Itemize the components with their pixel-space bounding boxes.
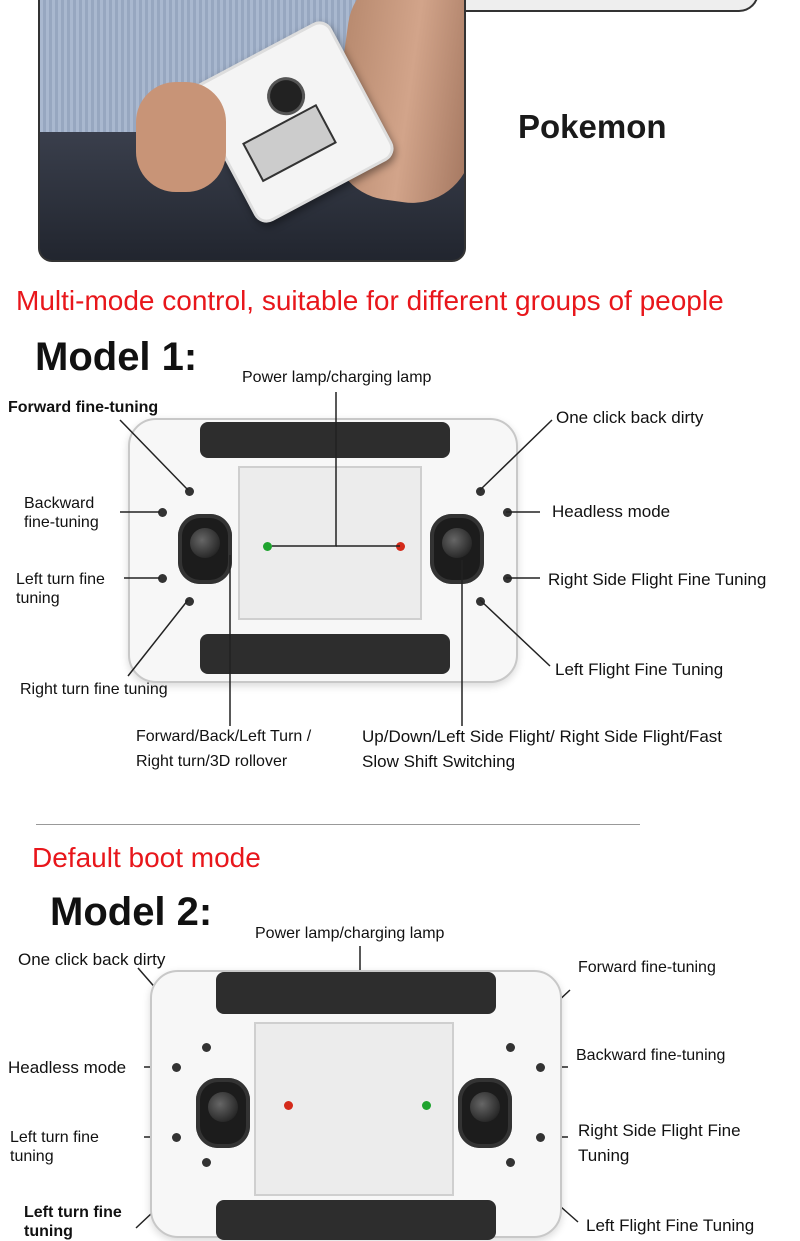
charging-lamp-red bbox=[284, 1101, 293, 1110]
label-one-click-back: One click back dirty bbox=[18, 950, 166, 969]
label-forward-fine-tuning: Forward fine-tuning bbox=[8, 399, 159, 416]
controller-1-image bbox=[128, 418, 518, 683]
label-headless-mode: Headless mode bbox=[8, 1058, 127, 1077]
label-left-flight-fine-tuning: Left Flight Fine Tuning bbox=[586, 1216, 755, 1235]
divider bbox=[36, 824, 640, 825]
label-backward-fine-tuning: Backward fine-tuning bbox=[24, 495, 99, 531]
label-backward-fine-tuning: Backward fine-tuning bbox=[576, 1047, 726, 1064]
label-headless-mode: Headless mode bbox=[552, 502, 671, 521]
label-right-stick-function: Up/Down/Left Side Flight/ Right Side Fli… bbox=[362, 727, 722, 771]
label-left-stick-function: Forward/Back/Left Turn / Right turn/3D r… bbox=[136, 728, 312, 770]
section-heading-default-boot: Default boot mode bbox=[32, 842, 261, 873]
label-one-click-back: One click back dirty bbox=[556, 408, 704, 427]
controller-2-image bbox=[150, 970, 562, 1240]
hero-caption: Pokemon bbox=[518, 108, 667, 145]
power-lamp-green bbox=[422, 1101, 431, 1110]
label-left-turn-fine-tuning: Left turn fine tuning bbox=[16, 571, 105, 607]
model-2-title: Model 2: bbox=[50, 890, 213, 934]
hero-photo bbox=[38, 0, 466, 262]
label-forward-fine-tuning: Forward fine-tuning bbox=[578, 959, 716, 976]
label-right-side-flight-fine-tuning: Right Side Flight Fine Tuning bbox=[548, 570, 767, 589]
label-power-lamp: Power lamp/charging lamp bbox=[255, 925, 445, 942]
label-left-turn-fine-tuning: Left turn fine tuning bbox=[10, 1129, 99, 1165]
label-right-turn-fine-tuning: Right turn fine tuning bbox=[20, 681, 168, 698]
model-1-title: Model 1: bbox=[35, 335, 198, 379]
label-left-flight-fine-tuning: Left Flight Fine Tuning bbox=[555, 660, 724, 679]
label-right-side-flight-fine-tuning: Right Side Flight Fine Tuning bbox=[578, 1121, 741, 1165]
label-power-lamp: Power lamp/charging lamp bbox=[242, 369, 432, 386]
label-left-turn-fine-tuning-bold: Left turn fine tuning bbox=[24, 1204, 122, 1240]
power-lamp-green bbox=[263, 542, 272, 551]
section-heading: Multi-mode control, suitable for differe… bbox=[16, 285, 724, 316]
charging-lamp-red bbox=[396, 542, 405, 551]
